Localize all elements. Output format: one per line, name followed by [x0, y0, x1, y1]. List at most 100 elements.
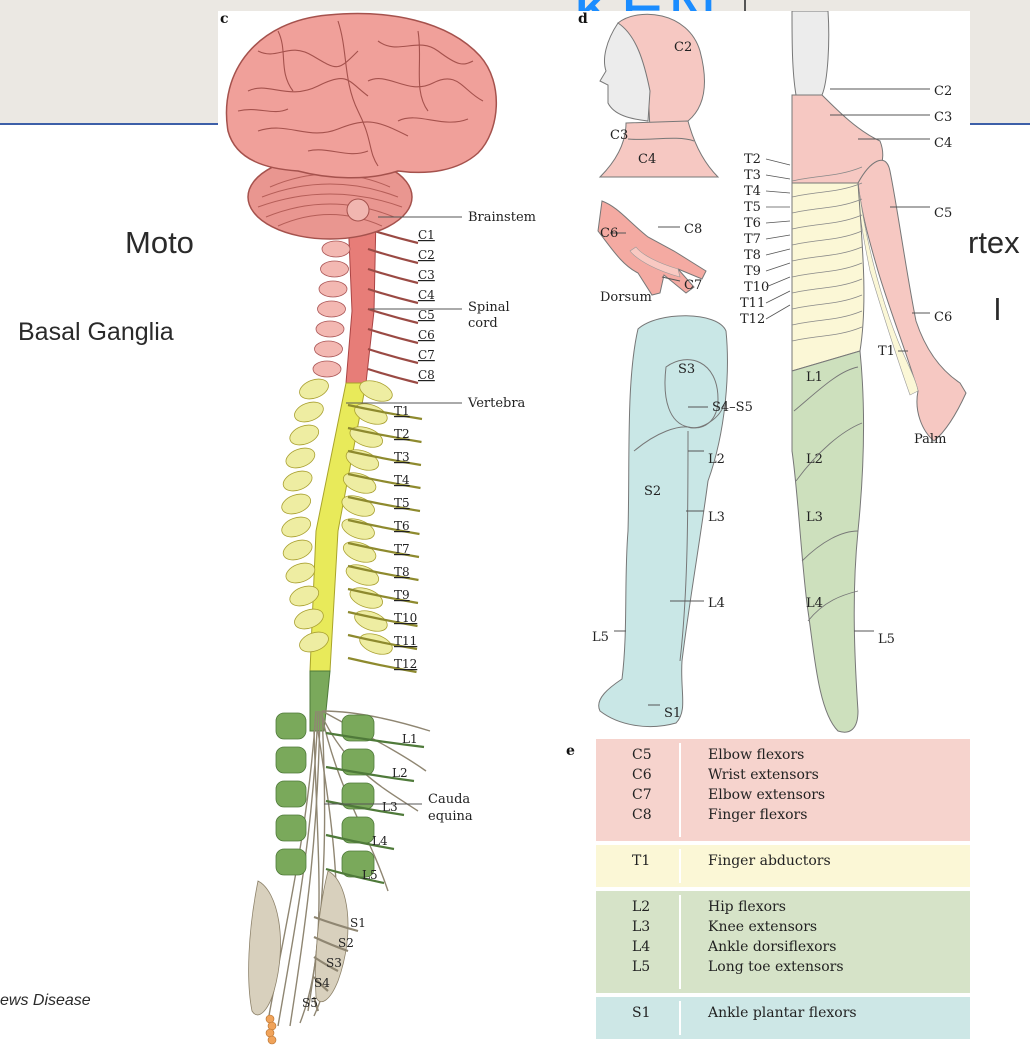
slide-bullet-basal-ganglia: Basal Ganglia — [18, 318, 174, 347]
myotome-root: S1 — [632, 1005, 651, 1021]
myotome-action: Long toe extensors — [708, 959, 844, 975]
pons — [347, 199, 369, 221]
derm-trunk-leader — [766, 191, 790, 193]
derm-head-c3: C3 — [610, 128, 628, 143]
myotome-action: Ankle plantar flexors — [707, 1005, 857, 1021]
derm-trunk-leader — [766, 277, 790, 287]
slide-bullet-right: l — [994, 292, 1001, 328]
myotome-root: C5 — [632, 747, 652, 763]
myotome-action: Elbow extensors — [708, 787, 825, 803]
nerve-label-s3: S3 — [326, 956, 342, 970]
anatomy-svg: c — [218, 11, 970, 1047]
derm-trunk-t3: T3 — [744, 168, 761, 183]
derm-front-l4: L4 — [806, 596, 823, 611]
panel-e: e C5Elbow flexorsC6Wrist extensorsC7Elbo… — [566, 739, 970, 1039]
vertebral-column — [249, 241, 395, 1044]
nerve-label-c4: C4 — [418, 288, 435, 302]
nerve-label-s2: S2 — [338, 936, 354, 950]
spinal-nerve — [368, 349, 418, 363]
label-vertebra: Vertebra — [467, 396, 526, 411]
derm-front-l1: L1 — [806, 370, 823, 385]
myotome-root: T1 — [632, 853, 650, 869]
nerve-label-t10: T10 — [394, 611, 417, 625]
derm-trunk-leader — [766, 235, 790, 239]
myotome-root: C6 — [632, 767, 652, 783]
myotome-root: L3 — [632, 919, 650, 935]
myotome-root: L2 — [632, 899, 650, 915]
vertebra-cervical — [318, 301, 346, 317]
nerve-label-t9: T9 — [394, 588, 410, 602]
spinal-cord-cervical — [346, 216, 376, 383]
label-cauda-equina-1: Cauda — [428, 792, 470, 807]
panel-label-e: e — [566, 743, 575, 759]
vertebra-lumbar — [276, 713, 306, 739]
nerve-label-l2: L2 — [392, 766, 408, 780]
spinal-nerve — [368, 269, 418, 283]
derm-back-s3: S3 — [678, 362, 695, 377]
nerve-label-t6: T6 — [394, 519, 410, 533]
nerve-label-t8: T8 — [394, 565, 410, 579]
vertebra-lumbar — [276, 781, 306, 807]
nerve-label-t2: T2 — [394, 427, 410, 441]
derm-trunk-t11: T11 — [740, 296, 765, 311]
derm-head-c2: C2 — [674, 40, 692, 55]
nerve-label-t12: T12 — [394, 657, 417, 671]
vertebra-thoracic-process — [341, 538, 379, 567]
derm-trunk-t2: T2 — [744, 152, 761, 167]
derm-trunk-t7: T7 — [744, 232, 761, 247]
nerve-label-t5: T5 — [394, 496, 410, 510]
vertebra-thoracic — [279, 490, 313, 517]
myotome-root: C7 — [632, 787, 652, 803]
nerve-label-c8: C8 — [418, 368, 435, 382]
anatomy-figure: c — [218, 11, 970, 1047]
derm-body-c6: C6 — [934, 310, 952, 325]
derm-back-l3: L3 — [708, 510, 725, 525]
derm-back-l5: L5 — [592, 630, 609, 645]
derm-trunk-t5: T5 — [744, 200, 761, 215]
vertebra-thoracic-process — [343, 561, 381, 590]
panel-d: d — [578, 11, 966, 732]
nerve-label-s1: S1 — [350, 916, 366, 930]
vertebra-thoracic — [297, 375, 331, 402]
myotome-action: Finger flexors — [708, 807, 807, 823]
myotome-action: Knee extensors — [708, 919, 817, 935]
derm-body-c2: C2 — [934, 84, 952, 99]
vertebra-thoracic — [279, 513, 313, 540]
derm-trunk-t8: T8 — [744, 248, 761, 263]
myotome-action: Wrist extensors — [708, 767, 819, 783]
nerve-label-c5: C5 — [418, 308, 435, 322]
nerve-label-l5: L5 — [362, 868, 378, 882]
vertebra-lumbar — [276, 849, 306, 875]
myotome-action: Ankle dorsiflexors — [707, 939, 836, 955]
derm-trunk-leader — [766, 159, 790, 165]
slide-title-left: Moto — [125, 225, 194, 261]
derm-trunk-t6: T6 — [744, 216, 761, 231]
derm-hand-c6: C6 — [600, 226, 618, 241]
derm-body-c3: C3 — [934, 110, 952, 125]
derm-back-l4: L4 — [708, 596, 725, 611]
coccyx-segment — [268, 1036, 276, 1044]
figure-source-caption: ews Disease — [0, 992, 91, 1010]
vertebra-lumbar — [276, 747, 306, 773]
derm-head-c4: C4 — [638, 152, 656, 167]
derm-body-c4: C4 — [934, 136, 952, 151]
derm-trunk-t4: T4 — [744, 184, 761, 199]
nerve-label-c1: C1 — [418, 228, 435, 242]
derm-front-l5: L5 — [878, 632, 895, 647]
panel-label-c: c — [220, 11, 229, 27]
vertebra-cervical — [321, 261, 349, 277]
derm-trunk-leader — [766, 221, 790, 223]
nerve-label-t11: T11 — [394, 634, 417, 648]
vertebra-thoracic — [287, 421, 321, 448]
nerve-label-c3: C3 — [418, 268, 435, 282]
nerve-label-t4: T4 — [394, 473, 410, 487]
panel-c: c — [220, 11, 536, 1044]
derm-trunk-leader — [766, 175, 790, 179]
vertebra-cervical — [313, 361, 341, 377]
label-cauda-equina-2: equina — [428, 809, 473, 824]
derm-body-t1: T1 — [878, 344, 895, 359]
label-brainstem: Brainstem — [468, 210, 536, 225]
derm-body-c5: C5 — [934, 206, 952, 221]
vertebra-thoracic — [280, 536, 314, 563]
